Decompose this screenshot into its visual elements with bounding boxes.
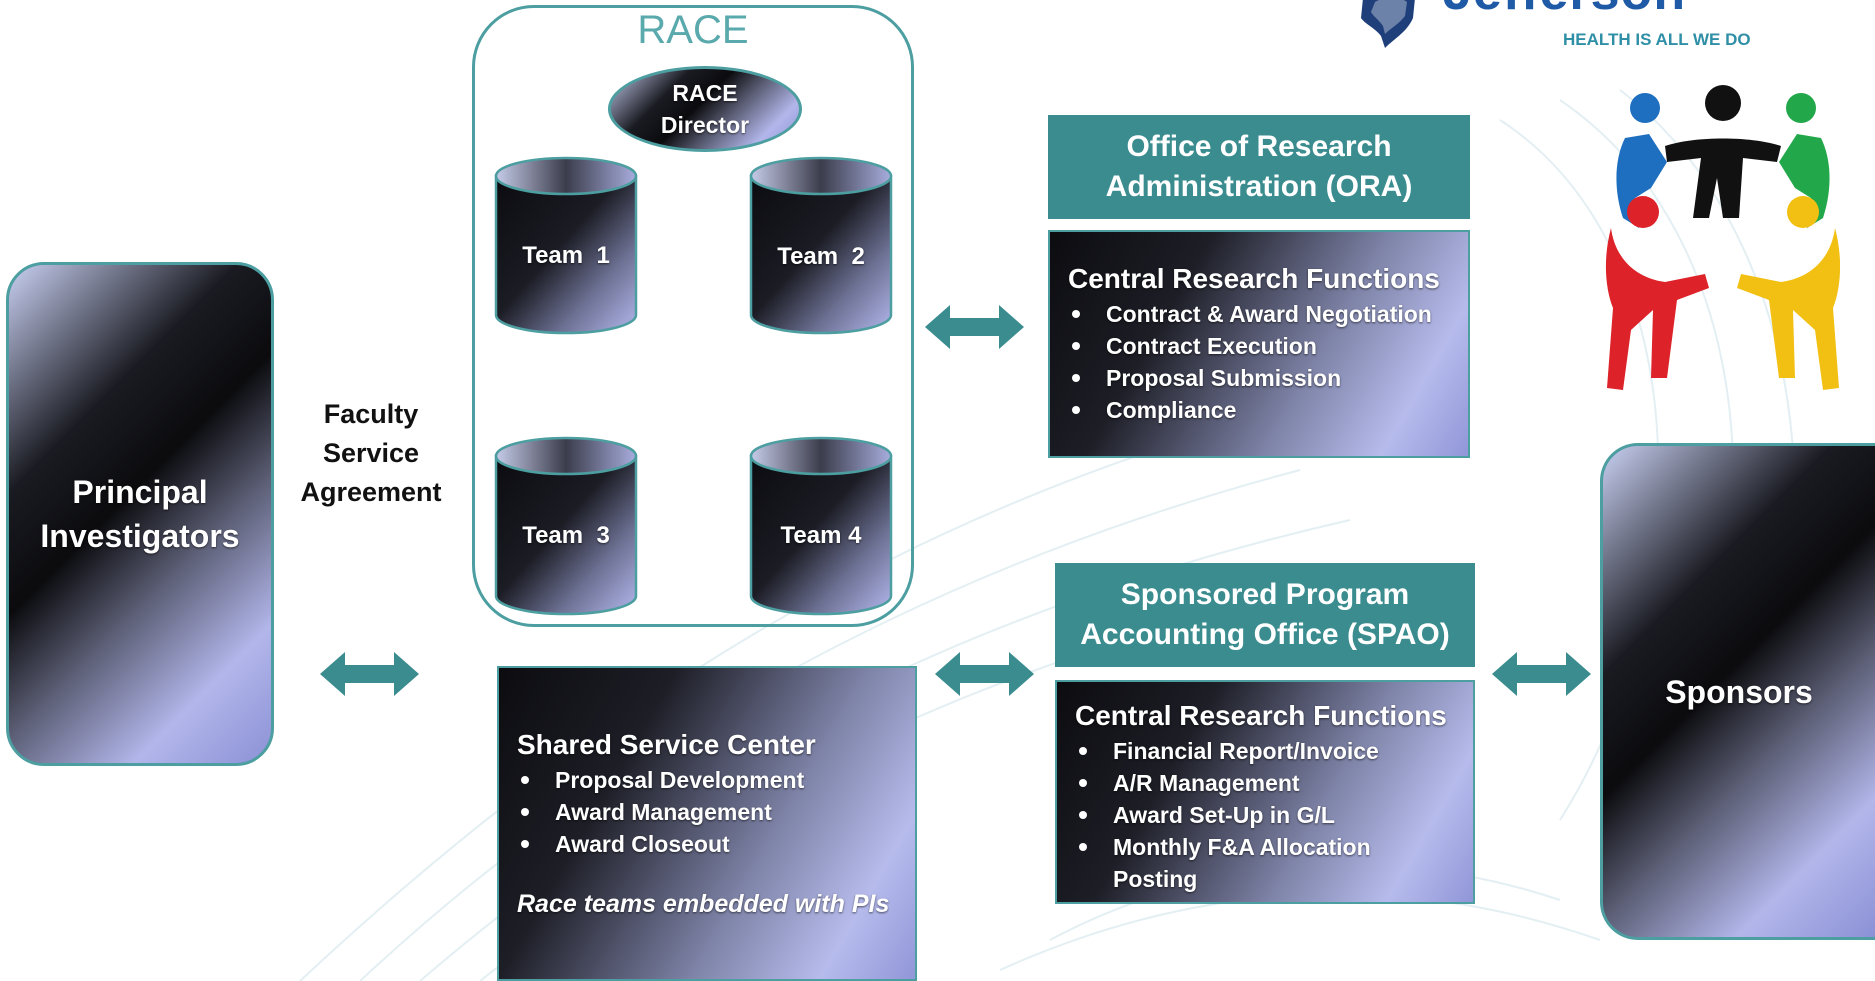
sponsors-label: Sponsors — [1665, 673, 1813, 710]
faculty-service-agreement: Faculty Service Agreement — [286, 395, 456, 512]
list-item: Award Closeout — [517, 828, 899, 860]
spao-functions-list: Financial Report/Invoice A/R Management … — [1075, 735, 1457, 895]
spao-title-line-2: Accounting Office (SPAO) — [1080, 618, 1450, 651]
list-item: Compliance — [1068, 394, 1452, 426]
people-circle-icon — [1605, 85, 1840, 390]
team-2-cylinder — [749, 156, 893, 335]
ora-title-line-1: Office of Research — [1126, 130, 1392, 163]
logo-brand: Jefferson — [1443, 0, 1686, 22]
agreement-line-3: Agreement — [300, 477, 442, 507]
shared-service-list: Proposal Development Award Management Aw… — [517, 764, 899, 860]
shared-service-center-box: Shared Service Center Proposal Developme… — [497, 666, 917, 981]
principal-investigators-card: Principal Investigators — [6, 262, 274, 766]
list-item: Contract & Award Negotiation — [1068, 298, 1452, 330]
jefferson-logo-icon — [1361, 0, 1415, 48]
spao-functions-title: Central Research Functions — [1075, 700, 1447, 731]
ora-functions-list: Contract & Award Negotiation Contract Ex… — [1068, 298, 1452, 426]
team-2-label: Team 2 — [777, 243, 865, 270]
agreement-line-2: Service — [322, 438, 420, 468]
logo-tagline: HEALTH IS ALL WE DO — [1563, 30, 1751, 49]
team-4-cylinder — [749, 436, 893, 616]
spao-functions-box: Central Research Functions Financial Rep… — [1055, 680, 1475, 904]
ora-title-line-2: Administration (ORA) — [1105, 170, 1413, 203]
team-3-label: Team 3 — [522, 522, 610, 549]
shared-service-title: Shared Service Center — [517, 729, 816, 760]
list-item: Proposal Submission — [1068, 362, 1452, 394]
spao-header: Sponsored Program Accounting Office (SPA… — [1055, 563, 1475, 667]
race-director-label: RACE Director — [660, 80, 750, 138]
double-arrow-icon-ora — [925, 305, 1024, 349]
list-item-continued: Posting — [1113, 866, 1198, 892]
double-arrow-icon-pi — [320, 652, 419, 696]
list-item: Contract Execution — [1068, 330, 1452, 362]
double-arrow-icon-spao — [935, 652, 1034, 696]
shared-service-note: Race teams embedded with PIs — [517, 890, 890, 918]
ora-functions-box: Central Research Functions Contract & Aw… — [1048, 230, 1470, 458]
race-group — [472, 5, 914, 627]
list-item: A/R Management — [1075, 767, 1457, 799]
agreement-line-1: Faculty — [323, 399, 419, 429]
race-title: RACE — [637, 8, 749, 52]
principal-investigators-label: Principal Investigators — [40, 474, 240, 554]
jefferson-logo: Jefferson HEALTH IS ALL WE DO — [1355, 0, 1775, 58]
list-item: Award Set-Up in G/L — [1075, 799, 1457, 831]
race-director: RACE Director — [608, 66, 802, 152]
list-item: Proposal Development — [517, 764, 899, 796]
list-item: Financial Report/Invoice — [1075, 735, 1457, 767]
ora-header: Office of Research Administration (ORA) — [1048, 115, 1470, 219]
team-3-cylinder — [494, 436, 638, 616]
list-item: Award Management — [517, 796, 899, 828]
team-1-label: Team 1 — [522, 242, 610, 269]
team-4-label: Team 4 — [780, 522, 862, 549]
sponsors-card: Sponsors — [1600, 443, 1875, 940]
team-1-cylinder — [494, 156, 638, 335]
spao-title-line-1: Sponsored Program — [1120, 578, 1410, 611]
list-item: Monthly F&A Allocation — [1075, 831, 1457, 863]
double-arrow-icon-sponsors — [1492, 652, 1591, 696]
ora-functions-title: Central Research Functions — [1068, 263, 1440, 294]
